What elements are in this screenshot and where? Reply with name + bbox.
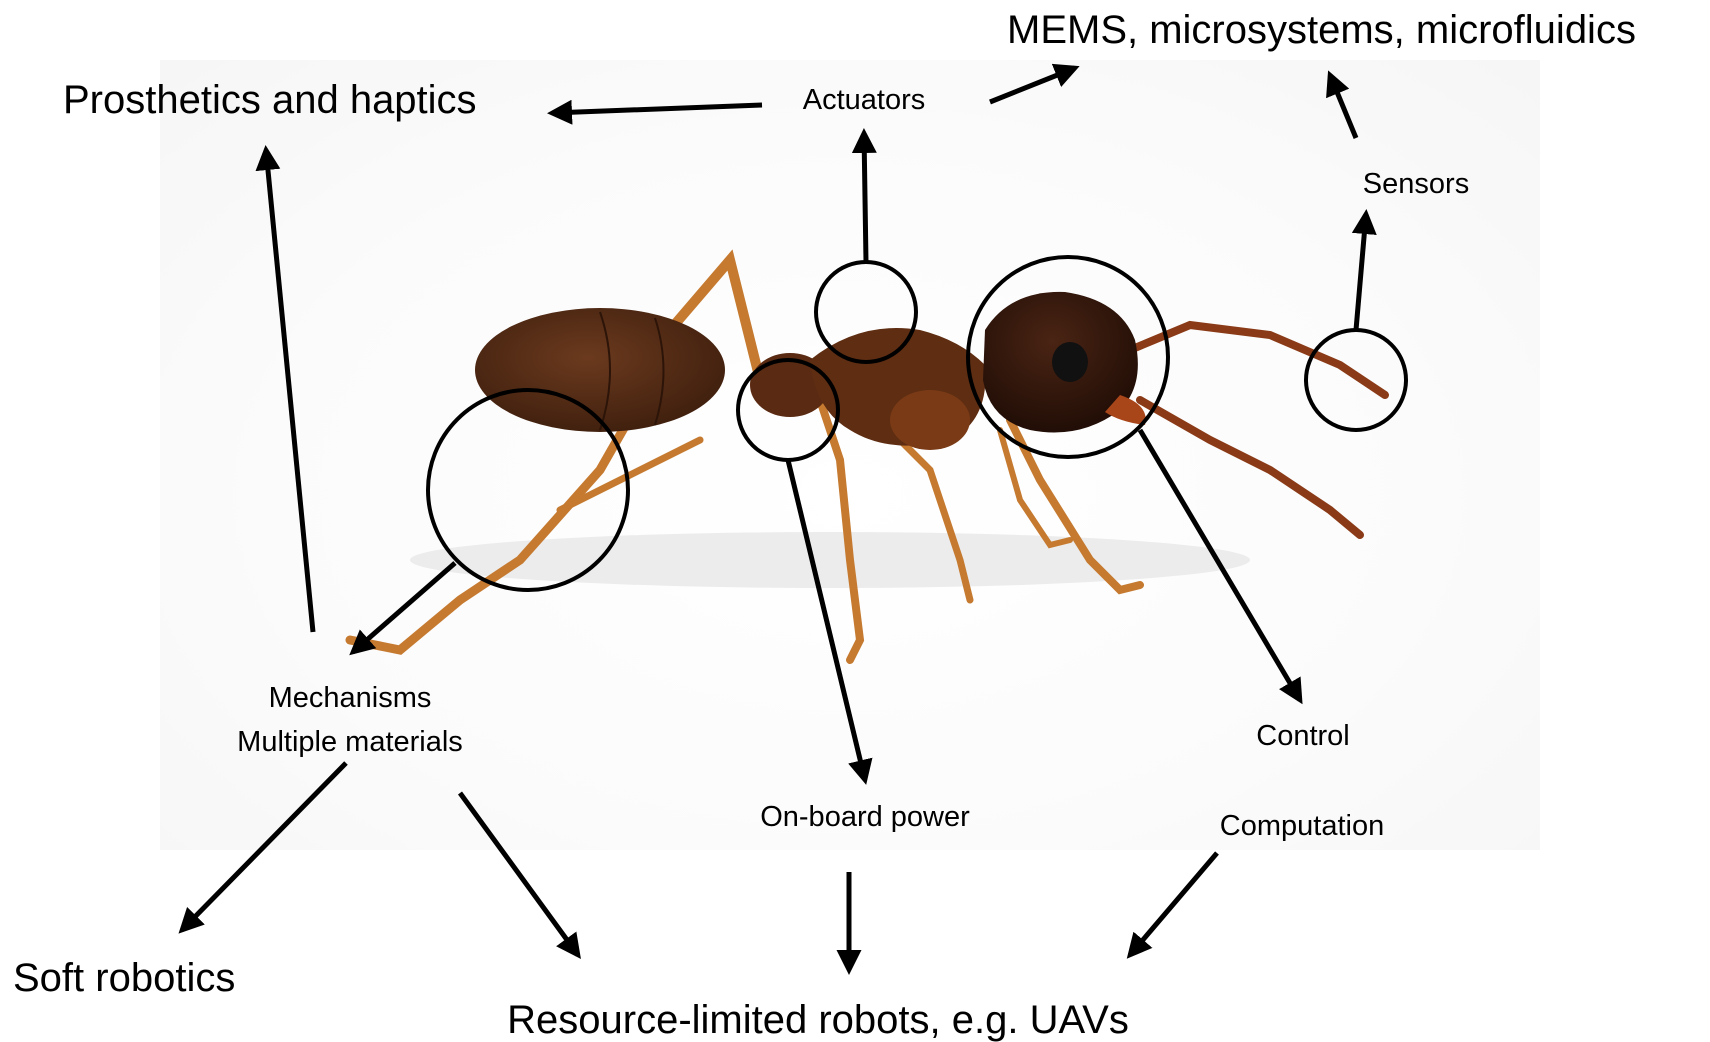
label-multiple-materials: Multiple materials [237,728,463,757]
label-computation: Computation [1220,812,1384,841]
arrow-sensors-to-mems [1330,75,1356,138]
arrow-computation-to-resource-limited [1130,853,1217,955]
label-mechanisms: Mechanisms [269,684,432,713]
arrow-actuators-to-prosthetics [552,105,762,113]
label-soft-robotics: Soft robotics [13,958,235,998]
label-sensors: Sensors [1363,170,1469,199]
arrow-waist-to-power [788,460,865,780]
arrow-leg-to-mechanisms [353,563,455,652]
label-mems: MEMS, microsystems, microfluidics [1007,10,1636,50]
arrow-antenna-to-sensors [1356,214,1366,330]
label-actuators: Actuators [803,86,926,115]
arrow-actuators-to-mems [990,68,1075,102]
arrow-circle-to-actuators [864,133,866,262]
arrow-materials-to-resource-limited [460,793,578,955]
arrow-mechanisms-to-prosthetics [266,150,313,632]
arrow-materials-to-soft-robotics [182,763,346,930]
label-control: Control [1256,722,1350,751]
label-prosthetics: Prosthetics and haptics [63,80,477,120]
ant-femur [890,390,970,450]
ant-eye [1052,342,1088,382]
ant-gaster [475,308,725,432]
label-resource-limited: Resource-limited robots, e.g. UAVs [507,1000,1129,1040]
arrows [182,68,1366,970]
label-onboard-power: On-board power [760,803,970,832]
